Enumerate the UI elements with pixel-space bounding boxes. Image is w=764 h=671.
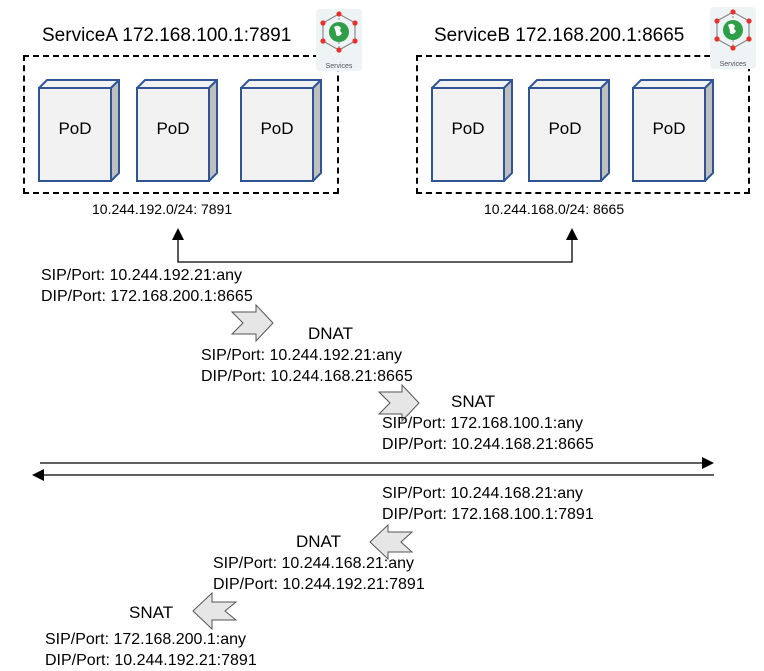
service-a-pod-2: PoD bbox=[136, 79, 218, 182]
request-dnat-label: DNAT bbox=[308, 324, 354, 343]
service-a-boundary bbox=[23, 55, 339, 194]
pod-box-icon bbox=[136, 79, 218, 182]
arrowhead-left-icon bbox=[32, 469, 44, 481]
service-a-pod-1: PoD bbox=[38, 79, 120, 182]
reply-dnat-label: DNAT bbox=[296, 532, 342, 551]
reply-snat-label: SNAT bbox=[129, 603, 174, 622]
reply-original-sip: SIP/Port: 10.244.168.21:any bbox=[382, 485, 584, 502]
reply-snat-headers: SIP/Port: 172.168.200.1:any DIP/Port: 10… bbox=[45, 629, 257, 671]
service-b-pod-2: PoD bbox=[528, 79, 610, 182]
reply-snat-sip: SIP/Port: 172.168.200.1:any bbox=[45, 631, 247, 648]
arrowhead-up-icon bbox=[172, 228, 184, 240]
pod-label: PoD bbox=[156, 119, 190, 138]
services-icon-caption: Services bbox=[325, 63, 353, 70]
nat-arrow-right-icon bbox=[377, 383, 420, 423]
service-b-pod-3: PoD bbox=[632, 79, 714, 182]
reply-snat-dip: DIP/Port: 10.244.192.21:7891 bbox=[45, 652, 257, 669]
service-b-title: ServiceB 172.168.200.1:8665 bbox=[434, 25, 685, 46]
kubernetes-services-icon bbox=[714, 9, 752, 51]
request-snat-headers: SIP/Port: 172.168.100.1:any DIP/Port: 10… bbox=[382, 413, 594, 455]
request-original-dip: DIP/Port: 172.168.200.1:8665 bbox=[41, 288, 253, 305]
pod-box-icon bbox=[431, 79, 513, 182]
nat-arrow-left-icon bbox=[192, 591, 238, 631]
request-flow-line bbox=[40, 457, 714, 469]
service-b-pod-1: PoD bbox=[431, 79, 513, 182]
nat-arrow-right-icon bbox=[230, 303, 274, 343]
pod-box-icon bbox=[38, 79, 120, 182]
pod-label: PoD bbox=[451, 119, 485, 138]
service-a-title: ServiceA 172.168.100.1:7891 bbox=[42, 25, 292, 46]
request-snat-sip: SIP/Port: 172.168.100.1:any bbox=[382, 415, 584, 432]
reply-dnat-sip: SIP/Port: 10.244.168.21:any bbox=[213, 555, 415, 572]
request-dnat-headers: SIP/Port: 10.244.192.21:any DIP/Port: 10… bbox=[201, 345, 413, 387]
arrowhead-right-icon bbox=[702, 457, 714, 469]
service-b-boundary bbox=[416, 55, 750, 194]
reply-original-dip: DIP/Port: 172.168.100.1:7891 bbox=[382, 506, 594, 523]
arrowhead-up-icon bbox=[566, 228, 578, 240]
service-a-subnet: 10.244.192.0/24: 7891 bbox=[92, 201, 233, 217]
request-dnat-dip: DIP/Port: 10.244.168.21:8665 bbox=[201, 368, 413, 385]
pod-label: PoD bbox=[652, 119, 686, 138]
pod-label: PoD bbox=[548, 119, 582, 138]
pod-box-icon bbox=[240, 79, 322, 182]
request-snat-label: SNAT bbox=[451, 392, 496, 411]
pod-box-icon bbox=[528, 79, 610, 182]
services-icon-caption: Services bbox=[719, 61, 747, 68]
request-snat-dip: DIP/Port: 10.244.168.21:8665 bbox=[382, 436, 594, 453]
pod-label: PoD bbox=[58, 119, 92, 138]
services-icon: Services bbox=[316, 9, 362, 71]
service-a-pod-3: PoD bbox=[240, 79, 322, 182]
pod-box-icon bbox=[632, 79, 714, 182]
reply-flow-line bbox=[32, 469, 714, 481]
reply-original-headers: SIP/Port: 10.244.168.21:any DIP/Port: 17… bbox=[382, 483, 594, 525]
subnet-connector bbox=[172, 228, 578, 263]
kubernetes-services-icon bbox=[320, 11, 358, 53]
request-original-headers: SIP/Port: 10.244.192.21:any DIP/Port: 17… bbox=[41, 265, 253, 307]
nat-arrow-left-icon bbox=[369, 523, 414, 561]
request-dnat-sip: SIP/Port: 10.244.192.21:any bbox=[201, 347, 403, 364]
services-icon: Services bbox=[710, 7, 756, 69]
pod-label: PoD bbox=[260, 119, 294, 138]
reply-dnat-dip: DIP/Port: 10.244.192.21:7891 bbox=[213, 576, 425, 593]
service-b-subnet: 10.244.168.0/24: 8665 bbox=[484, 201, 625, 217]
request-original-sip: SIP/Port: 10.244.192.21:any bbox=[41, 267, 243, 284]
reply-dnat-headers: SIP/Port: 10.244.168.21:any DIP/Port: 10… bbox=[213, 553, 425, 595]
